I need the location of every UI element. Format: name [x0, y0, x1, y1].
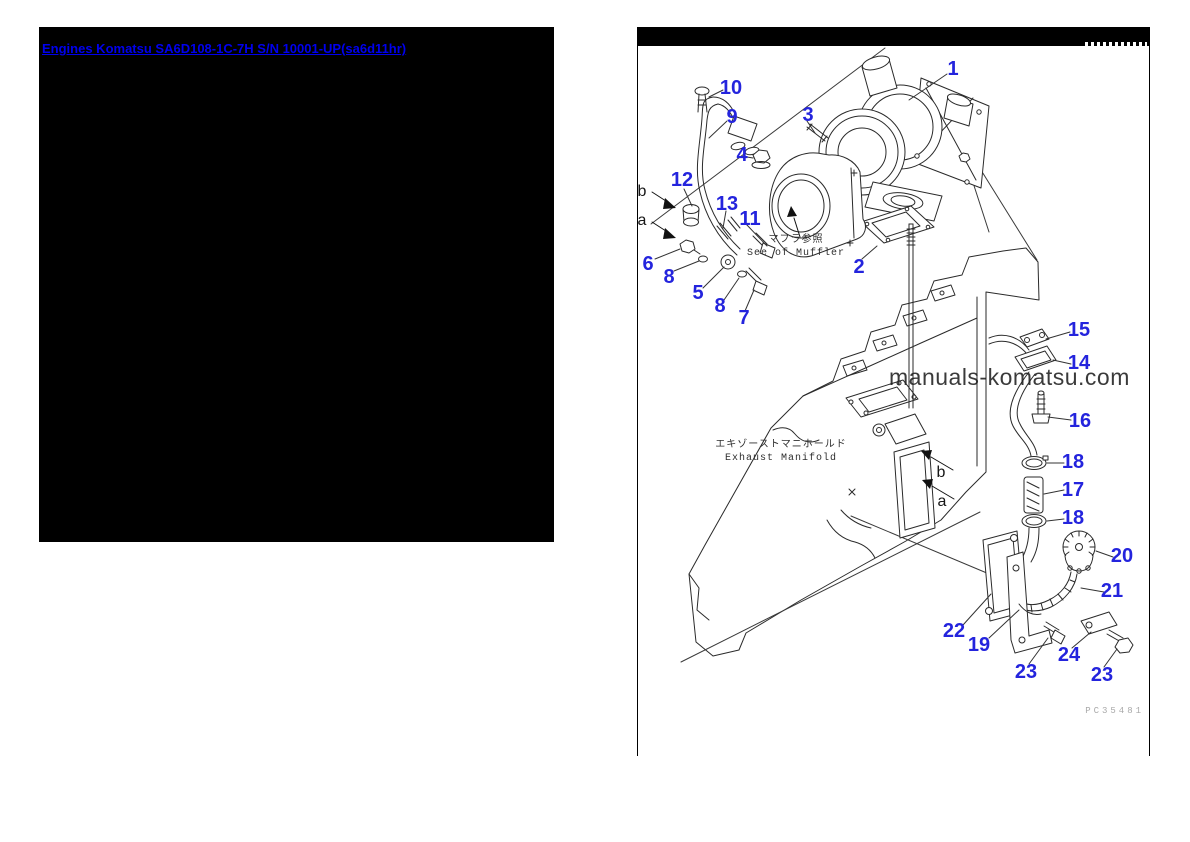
washer-8a — [698, 255, 708, 263]
bolt-11 — [752, 232, 776, 259]
callout-24: 24 — [1057, 644, 1081, 666]
callout-2: 2 — [853, 256, 865, 278]
annotation-en: Exhaust Manifold — [724, 452, 837, 464]
callout-22: 22 — [942, 620, 966, 642]
callout-18: 18 — [1061, 451, 1085, 473]
ref-letter-b: b — [936, 464, 946, 481]
exhaust-manifold-flange — [845, 379, 936, 539]
annotation-label: エキゾーストマニホールド Exhaust Manifold — [715, 438, 847, 465]
annotation-jp: エキゾーストマニホールド — [715, 439, 847, 450]
callout-20: 20 — [1110, 545, 1134, 567]
left-black-panel: Engines Komatsu SA6D108-1C-7H S/N 10001-… — [39, 27, 554, 542]
stud-3 — [806, 123, 829, 143]
callout-3: 3 — [802, 104, 814, 126]
hose-clamp-18b — [1021, 514, 1047, 528]
washer-8b — [737, 270, 747, 278]
spacer-12 — [682, 204, 700, 227]
parts-diagram-drawing — [650, 47, 1134, 668]
callout-1: 1 — [947, 58, 959, 80]
annotation-jp: マフラ参照 — [768, 234, 824, 245]
ref-letter-a: a — [937, 493, 947, 510]
top-bar-ticks — [1085, 42, 1147, 46]
callout-15: 15 — [1067, 319, 1091, 341]
callout-5: 5 — [692, 282, 704, 304]
diagram-top-bar — [638, 27, 1149, 46]
callout-23: 23 — [1014, 661, 1038, 683]
leader-lines — [654, 73, 1118, 668]
engine-block-drawing — [688, 247, 1040, 657]
nut-4 — [751, 149, 771, 169]
hose-clamp-18a — [1021, 455, 1049, 470]
callout-8: 8 — [714, 295, 726, 317]
annotation-en: See of Muffler — [746, 247, 846, 259]
callout-8: 8 — [663, 266, 675, 288]
callout-17: 17 — [1061, 479, 1085, 501]
reference-arrows — [651, 191, 955, 500]
breadcrumb-link[interactable]: Engines Komatsu SA6D108-1C-7H S/N 10001-… — [42, 41, 407, 56]
callout-18: 18 — [1061, 507, 1085, 529]
callout-4: 4 — [736, 144, 748, 166]
bracket-19 — [1006, 551, 1053, 654]
ref-letter-a: a — [637, 212, 647, 229]
flex-elbow-21 — [1018, 571, 1078, 613]
ref-letter-b: b — [637, 183, 647, 200]
oil-tube-drawing — [679, 86, 829, 296]
watermark-text: manuals-komatsu.com — [889, 364, 1130, 390]
callout-6: 6 — [642, 253, 654, 275]
annotation-label: マフラ参照 See of Muffler — [747, 233, 845, 260]
callout-12: 12 — [670, 169, 694, 191]
studs-13 — [716, 216, 741, 240]
bolt-23b — [1106, 629, 1134, 654]
callout-21: 21 — [1100, 580, 1124, 602]
callout-23: 23 — [1090, 664, 1114, 686]
callout-16: 16 — [1068, 410, 1092, 432]
callout-9: 9 — [726, 106, 738, 128]
banjo-5 — [720, 254, 736, 270]
callout-7: 7 — [738, 307, 750, 329]
callout-19: 19 — [967, 634, 991, 656]
page-code-text: PC35481 — [1085, 706, 1144, 716]
breather-chain-drawing — [982, 328, 1134, 654]
callout-13: 13 — [715, 193, 739, 215]
callout-14: 14 — [1067, 352, 1091, 374]
plug-6 — [679, 239, 696, 254]
long-stud-drawing — [906, 223, 916, 409]
hex-nut-right — [958, 152, 971, 163]
bolt-16 — [1031, 390, 1051, 424]
callout-11: 11 — [739, 208, 761, 230]
gasket-drawing — [860, 205, 935, 244]
callout-10: 10 — [719, 77, 743, 99]
strap-24 — [1080, 611, 1118, 635]
bolt-7 — [745, 267, 768, 296]
breather-cap-20 — [1062, 530, 1096, 574]
turbocharger-drawing — [818, 55, 990, 222]
bolt-23a — [1043, 621, 1066, 645]
muffler-adapter-drawing — [769, 152, 866, 258]
